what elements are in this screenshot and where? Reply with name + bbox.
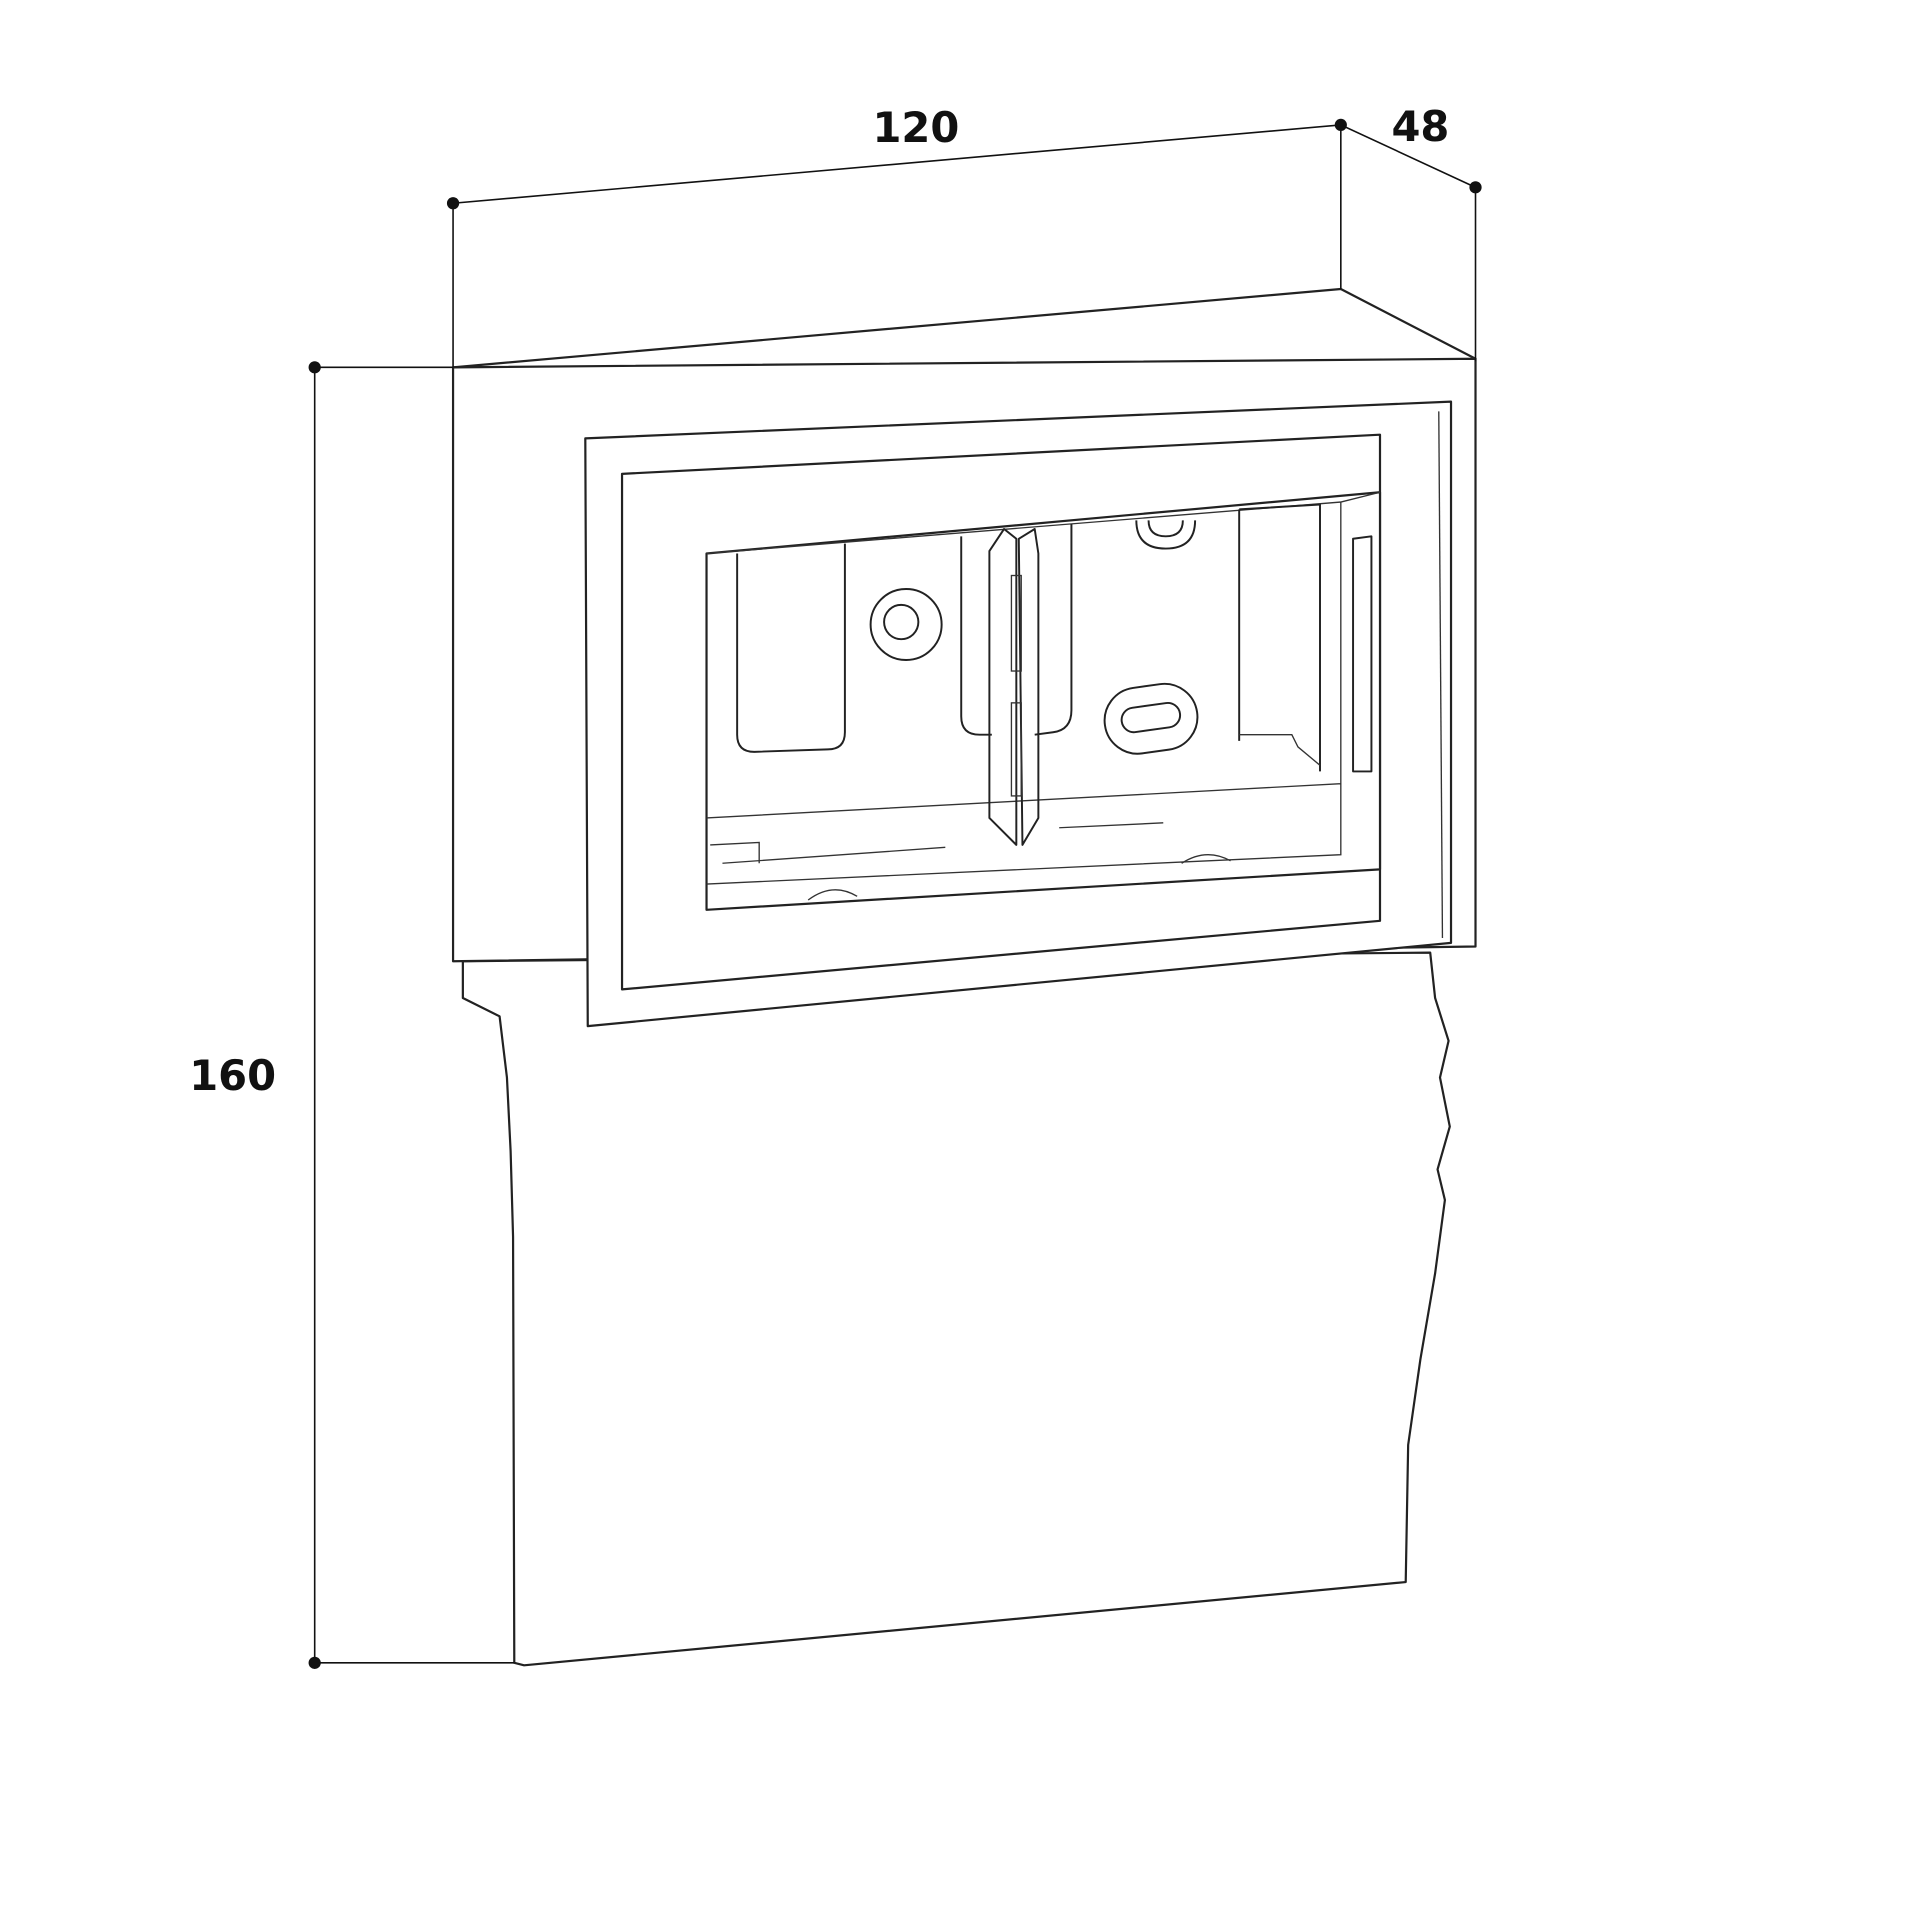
- wall-section: [461, 951, 1451, 1667]
- inner-back: [706, 491, 1381, 885]
- screw-boss: [869, 588, 943, 661]
- dimension-height: 160: [189, 361, 515, 1669]
- depth-label: 48: [1391, 102, 1449, 151]
- knockout-center: [960, 524, 1073, 736]
- slotted-boss: [1103, 682, 1199, 755]
- bottom-ledge: [710, 734, 1321, 901]
- frame-bevel: [1438, 411, 1444, 938]
- screw-hole-top: [1147, 520, 1184, 538]
- dimension-depth: 48: [1340, 102, 1482, 362]
- height-label: 160: [189, 1051, 276, 1100]
- box-opening: [705, 491, 1382, 911]
- side-slot: [1352, 535, 1373, 773]
- knockout-left: [736, 543, 846, 753]
- clip-slot: [1010, 574, 1022, 672]
- clip-slot: [1010, 702, 1022, 797]
- knockout-right: [1238, 503, 1321, 772]
- slotted-hole: [1120, 701, 1182, 734]
- screw-hole: [883, 603, 920, 641]
- screw-boss-top: [1135, 520, 1197, 550]
- width-label: 120: [872, 103, 959, 152]
